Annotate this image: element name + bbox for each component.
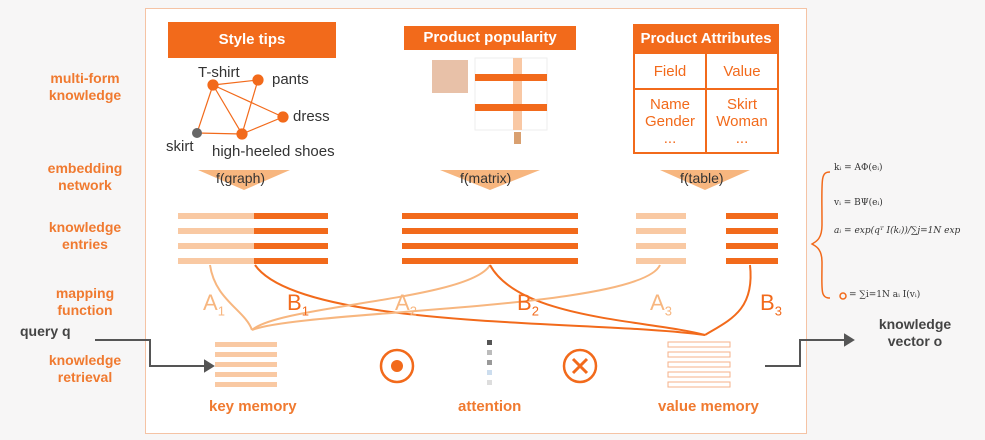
cell: Name (649, 95, 690, 113)
formula-output: = ∑i=1N aᵢ I(vᵢ) (849, 290, 921, 300)
m: A (395, 290, 410, 315)
caption-attention: attention (458, 398, 522, 415)
function-graph: f(graph) (216, 170, 266, 186)
label-mapping-function: mapping function (55, 285, 115, 318)
table-header-value: Value (706, 53, 778, 89)
query-label: query q (20, 323, 71, 339)
popularity-matrix (432, 57, 548, 144)
node-skirt: skirt (166, 138, 194, 155)
function-matrix: f(matrix) (460, 170, 512, 186)
m: B (517, 290, 532, 315)
cell: ... (735, 129, 749, 147)
cell: ... (663, 129, 677, 147)
node-dress: dress (293, 108, 330, 125)
mapping-curves (209, 264, 752, 336)
header-product-attributes: Product Attributes (633, 24, 779, 54)
dot-product-icon (379, 348, 415, 384)
m: 1 (217, 303, 225, 319)
formula-key: kᵢ = AΦ(eᵢ) (834, 163, 883, 173)
mapping-a1: A1 (203, 290, 225, 318)
face-image (432, 60, 468, 93)
query-arrow (95, 339, 215, 373)
formula-value: vᵢ = BΨ(eᵢ) (834, 198, 883, 208)
header-product-popularity: Product popularity (404, 26, 576, 50)
attention-vector (487, 340, 492, 385)
embedding-funnels (198, 170, 750, 190)
m: B (287, 290, 302, 315)
node-pants: pants (272, 71, 309, 88)
m: A (203, 290, 218, 315)
label-embedding-network: embedding network (47, 160, 123, 193)
value-memory (667, 341, 731, 388)
formula-attention: aᵢ = exp(qᵀ I(kᵢ))/∑j=1N exp (834, 226, 961, 236)
cell: Gender (644, 112, 696, 130)
key-memory (215, 342, 277, 387)
mapping-b2: B2 (517, 290, 539, 318)
node-tshirt: T-shirt (198, 64, 240, 81)
knowledge-entries (178, 213, 778, 264)
m: A (650, 290, 665, 315)
style-graph (192, 74, 289, 140)
node-high-heeled-shoes: high-heeled shoes (212, 143, 335, 160)
output-label: knowledge vector o (878, 316, 952, 349)
mapping-b3: B3 (760, 290, 782, 318)
m: B (760, 290, 775, 315)
formula-brace (810, 171, 831, 299)
m: 3 (664, 303, 672, 319)
m: 2 (531, 303, 539, 319)
label-multi-form-knowledge: multi-form knowledge (48, 70, 122, 103)
output-arrow (765, 333, 855, 367)
label-knowledge-entries: knowledge entries (48, 219, 122, 252)
caption-value-memory: value memory (658, 398, 759, 415)
label-knowledge-retrieval: knowledge retrieval (48, 352, 122, 385)
function-table: f(table) (680, 170, 724, 186)
cell: Skirt (727, 95, 757, 113)
m: 2 (409, 303, 417, 319)
mapping-b1: B1 (287, 290, 309, 318)
multiply-icon (562, 348, 598, 384)
mapping-a2: A2 (395, 290, 417, 318)
header-style-tips: Style tips (168, 22, 336, 58)
m: 3 (774, 303, 782, 319)
mapping-a3: A3 (650, 290, 672, 318)
cell: Woman (716, 112, 768, 130)
table-header-field: Field (634, 53, 706, 89)
caption-key-memory: key memory (209, 398, 297, 415)
m: 1 (301, 303, 309, 319)
